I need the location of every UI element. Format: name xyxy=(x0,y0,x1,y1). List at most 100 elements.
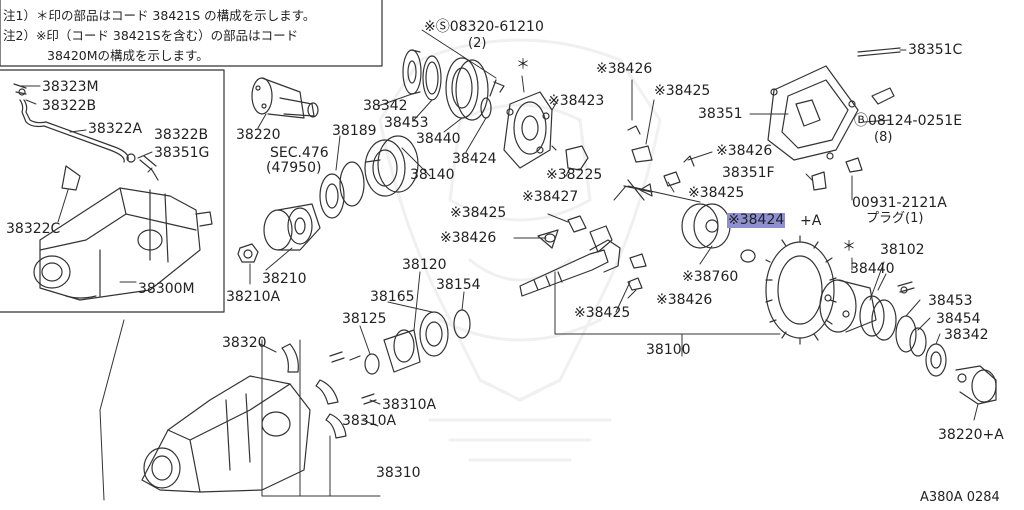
part-label-38322B-lower[interactable]: 38322B xyxy=(154,127,209,143)
part-label-08320-61210[interactable]: ※Ⓢ08320-61210 xyxy=(424,19,544,35)
bolt-38102 xyxy=(897,281,915,294)
companion-flange-38210 xyxy=(263,203,321,251)
part-label-38320[interactable]: 38320 xyxy=(222,335,267,351)
part-label-38323M[interactable]: 38323M xyxy=(42,79,99,95)
part-qty-08320: (2) xyxy=(468,36,487,51)
part-label-38351G[interactable]: 38351G xyxy=(154,145,210,161)
figure-id: A380A 0284 xyxy=(920,490,1000,505)
pinion-shaft-38427 xyxy=(623,179,653,201)
part-label-38426-bottom[interactable]: ※38426 xyxy=(656,292,713,308)
brackets-38320 xyxy=(281,343,347,439)
part-label-38310A-lower[interactable]: 38310A xyxy=(342,413,397,429)
drive-pinion-38100 xyxy=(519,239,621,297)
ring-gear xyxy=(765,235,837,345)
part-label-38300M[interactable]: 38300M xyxy=(138,281,195,297)
pinion-38760-gear xyxy=(681,203,731,249)
part-label-38322B-upper[interactable]: 38322B xyxy=(42,98,97,114)
part-label-38453-left[interactable]: 38453 xyxy=(384,115,429,131)
flange-38220 xyxy=(251,77,319,119)
bearing-38165 xyxy=(419,311,449,357)
part-label-38760[interactable]: ※38760 xyxy=(682,269,739,285)
part-label-38154[interactable]: 38154 xyxy=(436,277,481,293)
part-label-38102[interactable]: 38102 xyxy=(880,242,925,258)
part-label-38351C[interactable]: 38351C xyxy=(908,42,963,58)
main-housing xyxy=(141,375,311,493)
washer-38125 xyxy=(364,353,380,375)
part-label-38426-top[interactable]: ※38426 xyxy=(596,61,653,77)
plug-38351F xyxy=(811,171,827,191)
bearing-38342-left xyxy=(402,49,422,95)
part-label-38220A[interactable]: 38220+A xyxy=(938,427,1004,443)
part-label-38220[interactable]: 38220 xyxy=(236,127,281,143)
diff-case-right xyxy=(819,279,877,333)
side-gear-38423 xyxy=(551,145,589,171)
bearing-38440-right xyxy=(859,295,897,341)
washer-38425-mid xyxy=(567,215,587,233)
part-label-38425-mid[interactable]: ※38425 xyxy=(688,185,745,201)
part-label-38453-right[interactable]: 38453 xyxy=(928,293,973,309)
part-label-38210A[interactable]: 38210A xyxy=(226,289,281,305)
shim-38424-mid xyxy=(740,249,756,263)
part-label-38424-highlighted[interactable]: ※38424 xyxy=(727,212,786,228)
part-label-38342-right[interactable]: 38342 xyxy=(944,327,989,343)
part-label-38351F[interactable]: 38351F xyxy=(722,165,775,181)
part-label-38225[interactable]: ※38225 xyxy=(546,167,603,183)
section-reference-number: (47950) xyxy=(266,160,322,176)
part-label-38425-bottom[interactable]: ※38425 xyxy=(574,305,631,321)
watermark-crest xyxy=(378,38,662,462)
part-label-38310[interactable]: 38310 xyxy=(376,465,421,481)
part-label-38189[interactable]: 38189 xyxy=(332,123,377,139)
rear-cover-38351 xyxy=(767,65,859,161)
part-label-38426-left[interactable]: ※38426 xyxy=(440,230,497,246)
part-label-38351[interactable]: 38351 xyxy=(698,106,743,122)
part-label-00931-2121A[interactable]: 00931-2121A xyxy=(852,195,947,211)
inset-box-frame xyxy=(0,69,225,313)
plug-00931 xyxy=(845,157,863,173)
part-label-38210[interactable]: 38210 xyxy=(262,271,307,287)
star-mark-diff-case: ＊ xyxy=(516,57,530,73)
note-line-2: 注2）※印（コード 38421Sを含む）の部品はコード xyxy=(3,28,299,43)
part-label-08124-0251E[interactable]: Ⓑ08124-0251E xyxy=(854,113,963,129)
part-label-38425-left[interactable]: ※38425 xyxy=(450,205,507,221)
part-label-38120[interactable]: 38120 xyxy=(402,257,447,273)
part-label-38427[interactable]: ※38427 xyxy=(522,189,579,205)
bolts-38310A xyxy=(329,351,377,405)
section-reference[interactable]: SEC.476 xyxy=(270,145,329,161)
part-label-38125[interactable]: 38125 xyxy=(342,311,387,327)
part-label-38425-top[interactable]: ※38425 xyxy=(654,83,711,99)
note-line-3: 38420Mの構成を示します。 xyxy=(47,48,209,63)
inset-breather-hose xyxy=(13,83,159,191)
star-mark-ring-gear: ＊ xyxy=(842,239,856,255)
bearing-38342-right xyxy=(925,343,947,377)
bolt-38351C xyxy=(857,47,901,57)
part-label-38322A[interactable]: 38322A xyxy=(88,121,143,137)
note-box-frame xyxy=(0,0,383,67)
pinion-gear-38225 xyxy=(537,225,613,253)
ring-38453-left xyxy=(422,55,442,101)
plug-caption: プラグ(1) xyxy=(866,211,924,226)
diff-case-left xyxy=(489,79,553,169)
spacer-38120 xyxy=(383,329,421,373)
part-label-38454[interactable]: 38454 xyxy=(936,311,981,327)
ring-38454 xyxy=(909,327,927,357)
part-label-38424-left[interactable]: 38424 xyxy=(452,151,497,167)
part-label-38310A-upper[interactable]: 38310A xyxy=(382,397,437,413)
ring-38453-right xyxy=(895,315,917,353)
part-label-38140[interactable]: 38140 xyxy=(410,167,455,183)
part-label-38426-mid[interactable]: ※38426 xyxy=(716,143,773,159)
bearing-38140 xyxy=(339,135,419,207)
bolt-08124 xyxy=(871,87,895,105)
part-label-38100[interactable]: 38100 xyxy=(646,342,691,358)
part-label-38165[interactable]: 38165 xyxy=(370,289,415,305)
bearing-38189 xyxy=(319,173,345,219)
note-line-1: 注1）＊印の部品はコード 38421S の構成を示します。 xyxy=(3,8,316,23)
part-qty-08124: (8) xyxy=(874,130,893,145)
part-label-38440-left[interactable]: 38440 xyxy=(416,131,461,147)
part-label-38440-right[interactable]: 38440 xyxy=(850,261,895,277)
part-label-38322C[interactable]: 38322C xyxy=(6,221,61,237)
part-label-38423[interactable]: ※38423 xyxy=(548,93,605,109)
part-label-38342-left[interactable]: 38342 xyxy=(363,98,408,114)
leader-lines xyxy=(19,29,979,501)
